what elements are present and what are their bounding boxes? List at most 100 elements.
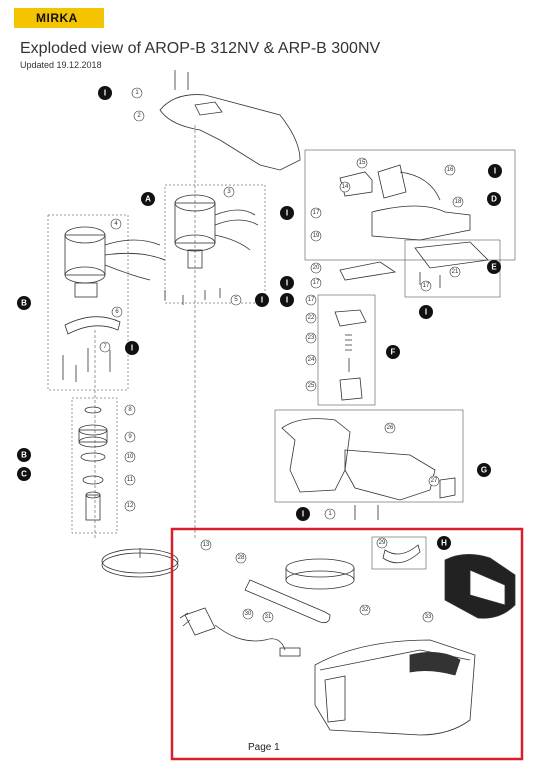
part-callout-p24: 24 [305, 354, 317, 366]
group-marker-label: A [145, 195, 151, 204]
part-number-label: 24 [308, 357, 315, 363]
part-number-label: 8 [128, 407, 132, 413]
part-number-label: 17 [313, 210, 320, 216]
part-number-label: 7 [103, 344, 107, 350]
group-marker-i: I [488, 164, 502, 178]
part-number-label: 32 [362, 607, 369, 613]
group-marker-label: I [302, 510, 304, 519]
group-marker-label: I [104, 89, 106, 98]
logo-text: MIRKA [36, 11, 78, 25]
part-number-label: 28 [238, 555, 245, 561]
group-marker-e: E [487, 260, 501, 274]
part-callout-p14: 14 [339, 181, 351, 193]
part-number-label: 29 [379, 540, 386, 546]
part-number-label: 33 [425, 614, 432, 620]
part-callout-p5: 5 [230, 294, 242, 306]
part-number-label: 17 [423, 283, 430, 289]
group-marker-i: I [280, 206, 294, 220]
updated-date: Updated 19.12.2018 [20, 60, 102, 70]
part-callouts: 1234567891011121314151617171717181920212… [99, 87, 464, 623]
group-marker-label: I [261, 296, 263, 305]
part-number-label: 16 [447, 167, 454, 173]
part-number-label: 26 [387, 425, 394, 431]
part-callout-p6: 6 [111, 306, 123, 318]
part-number-label: 21 [452, 269, 459, 275]
group-marker-b: B [17, 448, 31, 462]
wrench-part [244, 579, 331, 624]
part-callout-p27: 27 [428, 475, 440, 487]
group-marker-label: I [286, 296, 288, 305]
group-marker-label: B [21, 299, 27, 308]
lower-housing-g-part [281, 418, 456, 520]
part-callout-p30: 30 [242, 608, 254, 620]
part-number-label: 20 [313, 265, 320, 271]
part-callout-p20: 20 [310, 262, 322, 274]
group-marker-i: I [255, 293, 269, 307]
part-callout-p1b: 1 [324, 508, 336, 520]
group-marker-c: C [17, 467, 31, 481]
accessories-highlight-box [170, 527, 524, 761]
part-callout-p33: 33 [422, 611, 434, 623]
page-title: Exploded view of AROP-B 312NV & ARP-B 30… [20, 40, 381, 57]
part-callout-p15: 15 [356, 157, 368, 169]
group-marker-i: I [419, 305, 433, 319]
part-number-label: 10 [127, 454, 134, 460]
part-callout-p4: 4 [110, 218, 122, 230]
group-marker-i: I [125, 341, 139, 355]
board-e-part [414, 241, 489, 288]
group-marker-label: F [391, 348, 396, 357]
group-marker-label: E [491, 263, 497, 272]
bearing-stack-part [78, 406, 108, 521]
part-number-label: 25 [308, 383, 315, 389]
part-callout-p8: 8 [124, 404, 136, 416]
part-number-label: 14 [342, 184, 349, 190]
sanding-pad-part [101, 548, 179, 578]
charger-part [314, 639, 476, 736]
group-marker-label: I [425, 308, 427, 317]
part-callout-p17c: 17 [305, 294, 317, 306]
part-callout-p10: 10 [124, 451, 136, 463]
group-marker-i: I [98, 86, 112, 100]
group-marker-h: H [437, 536, 451, 550]
part-number-label: 5 [234, 297, 238, 303]
group-marker-label: I [131, 344, 133, 353]
part-callout-p21: 21 [449, 266, 461, 278]
part-number-label: 31 [265, 614, 272, 620]
part-callout-p13: 13 [200, 539, 212, 551]
part-callout-p26: 26 [384, 422, 396, 434]
part-callout-p32: 32 [359, 604, 371, 616]
top-housing-part [159, 70, 301, 171]
group-marker-g: G [477, 463, 491, 477]
part-callout-p22: 22 [305, 312, 317, 324]
part-number-label: 4 [114, 221, 118, 227]
part-number-label: 23 [308, 335, 315, 341]
switch-f-part [334, 309, 367, 401]
part-callout-p23: 23 [305, 332, 317, 344]
part-number-label: 15 [359, 160, 366, 166]
group-marker-label: I [494, 167, 496, 176]
part-callout-p31: 31 [262, 611, 274, 623]
part-number-label: 12 [127, 503, 134, 509]
part-number-label: 1 [135, 90, 139, 96]
group-marker-label: D [491, 195, 497, 204]
electronics-d-part [339, 164, 471, 281]
part-callout-p18: 18 [452, 196, 464, 208]
part-number-label: 11 [127, 477, 134, 483]
part-callout-p25: 25 [305, 380, 317, 392]
part-number-label: 2 [137, 113, 141, 119]
part-callout-p16: 16 [444, 164, 456, 176]
group-marker-label: I [286, 209, 288, 218]
part-callout-p19: 19 [310, 230, 322, 242]
charger-cable-part [179, 607, 301, 657]
part-number-label: 30 [245, 611, 252, 617]
part-number-label: 22 [308, 315, 315, 321]
motor-b-part [62, 226, 166, 382]
group-marker-a: A [141, 192, 155, 206]
part-callout-p11: 11 [124, 474, 136, 486]
group-marker-label: H [441, 539, 447, 548]
group-marker-label: C [21, 470, 27, 479]
part-callout-p17a: 17 [310, 207, 322, 219]
battery-part [444, 554, 516, 619]
